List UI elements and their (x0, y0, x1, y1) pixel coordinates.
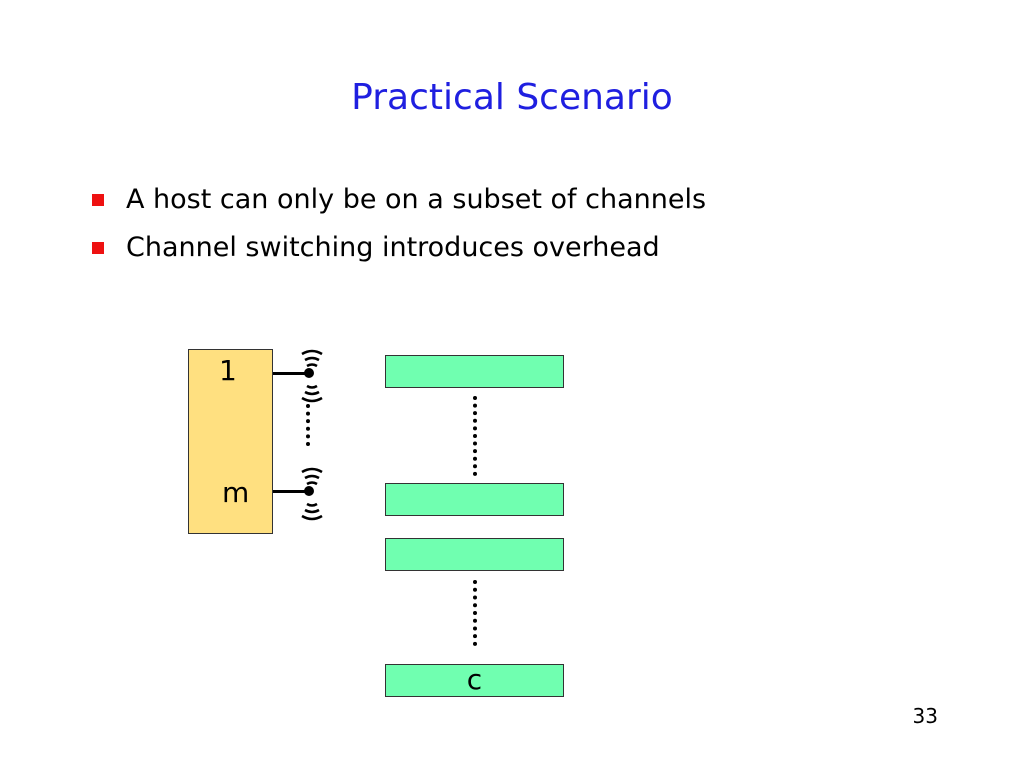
bullet-item: A host can only be on a subset of channe… (90, 176, 706, 224)
interface-label-first: 1 (219, 354, 237, 387)
wireless-signal-icon (301, 467, 323, 521)
wireless-signal-icon (301, 349, 323, 403)
bullet-item: Channel switching introduces overhead (90, 224, 706, 272)
channel-ellipsis (473, 580, 477, 646)
channel-ellipsis (473, 396, 477, 476)
square-bullet-icon (92, 242, 104, 254)
channel-bar (385, 538, 564, 571)
bullet-list: A host can only be on a subset of channe… (90, 176, 706, 272)
channel-bar (385, 483, 564, 516)
page-number: 33 (912, 704, 938, 728)
square-bullet-icon (92, 194, 104, 206)
antenna-dot (304, 486, 314, 496)
host-box (188, 349, 273, 534)
interface-label-last: m (222, 476, 250, 509)
antenna-stem (273, 490, 309, 493)
antenna-stem (273, 372, 309, 375)
antenna-dot (304, 368, 314, 378)
bullet-text: Channel switching introduces overhead (126, 232, 660, 263)
channel-bar (385, 355, 564, 388)
interface-ellipsis (306, 404, 310, 446)
slide-title: Practical Scenario (351, 77, 673, 118)
channel-bar-last: c (385, 664, 564, 697)
bullet-text: A host can only be on a subset of channe… (126, 184, 707, 215)
